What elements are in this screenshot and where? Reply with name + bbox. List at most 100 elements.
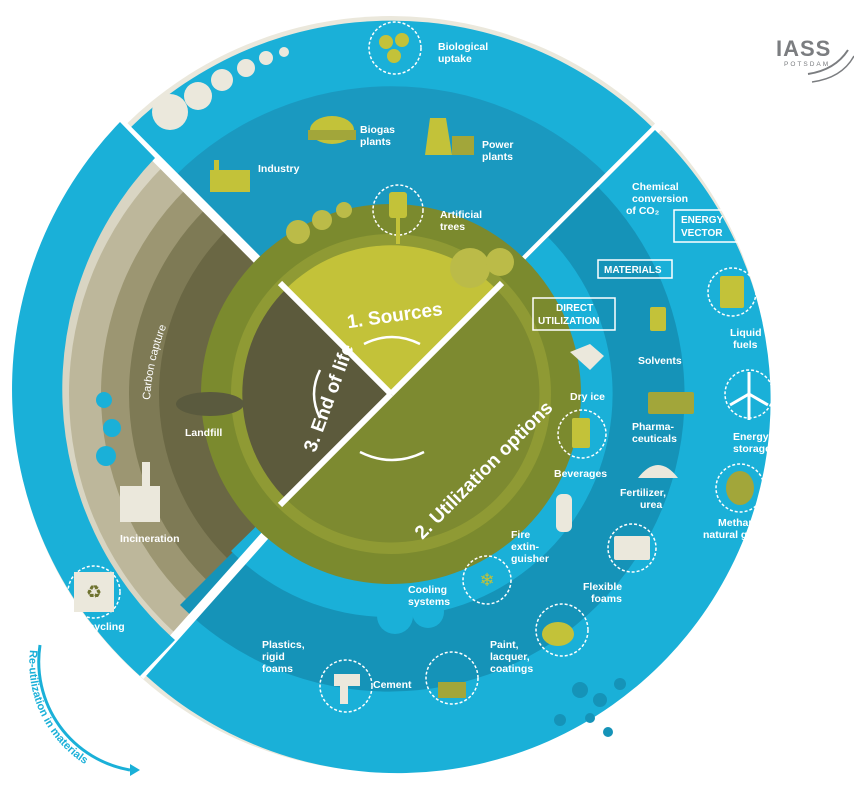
biogas-item: Biogas plants (308, 116, 395, 148)
fertilizer-pile-icon (638, 465, 678, 478)
sources-arrow (363, 335, 421, 346)
paint-can-icon (542, 622, 574, 646)
iass-logo: IASS POTSDAM (776, 36, 854, 83)
bottom-bubbles (554, 678, 626, 737)
liquid-fuels-label: Liquid (730, 327, 762, 339)
core-divider-1 (277, 280, 394, 397)
artificial-trees-label: Artificial (440, 209, 482, 221)
pharma-label: Pharma- (632, 421, 675, 433)
recycling-label: Recycling (75, 621, 125, 633)
svg-text:ceuticals: ceuticals (632, 433, 677, 445)
fire-label: Fire (511, 529, 530, 541)
pharma-item: Pharma- ceuticals (632, 392, 694, 445)
cooling-systems-item: ❄ Cooling systems (408, 555, 512, 608)
logo-text: IASS (776, 36, 831, 61)
solvents-label: Solvents (638, 355, 682, 367)
core-divider-3 (277, 391, 394, 508)
recycle-box-icon (74, 572, 114, 612)
utilization-arrow (359, 450, 425, 462)
svg-text:conversion: conversion (632, 193, 688, 205)
sources-core (286, 245, 496, 394)
pill-pack-icon (648, 392, 694, 414)
logo-sub: POTSDAM (784, 61, 830, 68)
svg-text:urea: urea (640, 499, 662, 511)
svg-text:storage: storage (733, 443, 771, 455)
recycling-item: ♻ Recycling (67, 565, 125, 633)
biogas-label: Biogas (360, 124, 395, 136)
paint-item: Paint, lacquer, coatings (490, 603, 589, 675)
svg-text:ENERGY: ENERGY (681, 215, 724, 226)
industry-item: Industry (210, 160, 300, 192)
svg-text:foams: foams (591, 593, 622, 605)
svg-text:rigid: rigid (262, 651, 285, 663)
utilization-bubbles (290, 565, 444, 634)
source-clouds-green (286, 202, 514, 288)
incineration-item: Incineration (120, 462, 180, 545)
power-plants-item: Power plants (425, 118, 514, 163)
plant-icon (379, 35, 393, 49)
svg-text:VECTOR: VECTOR (681, 228, 723, 239)
dashed-circle (368, 21, 422, 75)
svg-text:UTILIZATION: UTILIZATION (538, 316, 599, 327)
svg-text:extin-: extin- (511, 541, 540, 553)
dry-ice-item: Dry ice (570, 344, 605, 403)
methane-item: Methane, natural gas (703, 463, 765, 541)
incineration-label: Incineration (120, 533, 180, 545)
fertilizer-label: Fertilizer, (620, 487, 666, 499)
incinerator-icon (120, 486, 160, 522)
svg-text:of CO₂: of CO₂ (626, 205, 660, 217)
artificial-trees-item: Artificial trees (372, 184, 482, 244)
snowflake-icon: ❄ (479, 570, 494, 590)
solvents-item: Solvents (638, 307, 682, 367)
core-divider-2 (388, 280, 505, 397)
biological-uptake-item: Biological uptake (368, 21, 488, 75)
recycle-icon: ♻ (86, 582, 102, 602)
dry-ice-label: Dry ice (570, 391, 605, 403)
landfill-icon (176, 392, 244, 416)
fire-extinguisher-item: Fire extin- guisher (511, 494, 572, 565)
energy-storage-label: Energy (733, 431, 769, 443)
foam-gun-icon (334, 674, 360, 686)
logo-swoosh (807, 49, 849, 75)
svg-text:MATERIALS: MATERIALS (604, 265, 662, 276)
plastics-item: Plastics, rigid foams (262, 639, 373, 713)
eol-arrow (312, 369, 322, 419)
power-label: Power (482, 139, 514, 151)
methane-label: Methane, (718, 517, 764, 529)
materials-box: MATERIALS (597, 259, 673, 279)
biological-label: Biological (438, 41, 488, 53)
svg-text:Chemical: Chemical (632, 181, 679, 193)
svg-text:natural gas: natural gas (703, 529, 759, 541)
svg-text:guisher: guisher (511, 553, 549, 565)
industry-label: Industry (258, 163, 300, 175)
landfill-item: Landfill (176, 392, 244, 439)
svg-text:plants: plants (482, 151, 513, 163)
fertilizer-item: Fertilizer, urea (620, 465, 678, 511)
flexible-foams-label: Flexible (583, 581, 622, 593)
reutilization-arrow (37, 644, 131, 772)
svg-text:fuels: fuels (733, 339, 758, 351)
svg-text:lacquer,: lacquer, (490, 651, 530, 663)
liquid-fuels-item: Liquid fuels (707, 267, 762, 351)
glass-icon (572, 418, 590, 448)
utilization-core (286, 289, 540, 543)
svg-text:DIRECT: DIRECT (556, 303, 593, 314)
foam-icon (614, 536, 650, 560)
energy-vector-box: ENERGY VECTOR (673, 209, 741, 243)
svg-text:systems: systems (408, 596, 450, 608)
paint-label: Paint, (490, 639, 519, 651)
chemical-conversion-label: Chemical conversion of CO₂ (626, 181, 688, 217)
cooling-label: Cooling (408, 584, 447, 596)
flexible-foams-item: Flexible foams (583, 523, 657, 605)
svg-text:foams: foams (262, 663, 293, 675)
beverages-label: Beverages (554, 468, 607, 480)
svg-text:coatings: coatings (490, 663, 533, 675)
svg-text:trees: trees (440, 221, 465, 233)
beverages-item: Beverages (554, 409, 607, 480)
artificial-tree-icon (389, 192, 407, 218)
direct-utilization-box: DIRECT UTILIZATION (532, 297, 616, 331)
eol-core (242, 289, 391, 499)
power-plant-icon (425, 118, 452, 155)
svg-text:plants: plants (360, 136, 391, 148)
